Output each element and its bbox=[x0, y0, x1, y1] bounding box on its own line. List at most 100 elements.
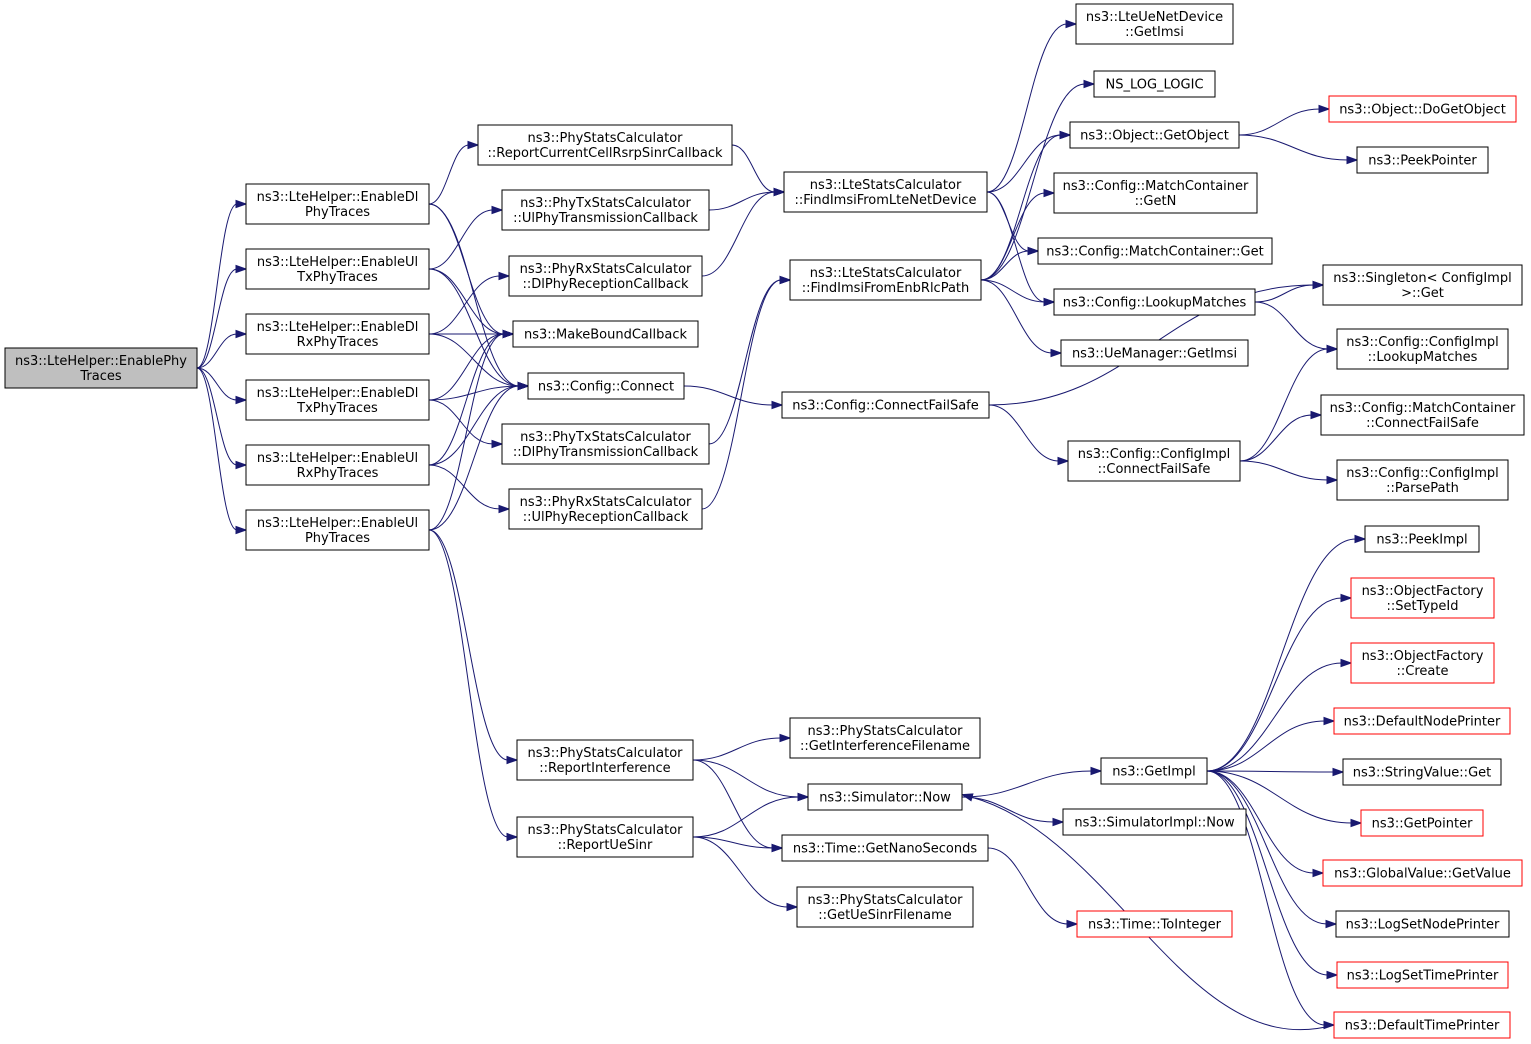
node-dl-phy-rx[interactable]: ns3::PhyRxStatsCalculator::DlPhyReceptio… bbox=[508, 255, 703, 297]
node-peek-impl[interactable]: ns3::PeekImpl bbox=[1364, 525, 1480, 553]
node-box bbox=[4, 347, 198, 389]
node-ue-get-imsi[interactable]: ns3::LteUeNetDevice::GetImsi bbox=[1075, 3, 1234, 45]
node-of-create[interactable]: ns3::ObjectFactory::Create bbox=[1350, 642, 1495, 684]
node-box bbox=[1100, 757, 1208, 785]
node-find-lte-net[interactable]: ns3::LteStatsCalculator::FindImsiFromLte… bbox=[783, 171, 988, 213]
arrowhead-get-impl-to-peek-impl bbox=[1354, 534, 1367, 544]
edge-find-enb-rlc-to-mc-get-n bbox=[980, 192, 1046, 281]
node-log-set-node-printer[interactable]: ns3::LogSetNodePrinter bbox=[1335, 910, 1510, 938]
node-default-time-printer[interactable]: ns3::DefaultTimePrinter bbox=[1333, 1011, 1511, 1039]
node-get-pointer[interactable]: ns3::GetPointer bbox=[1360, 809, 1484, 837]
node-gv-get-value[interactable]: ns3::GlobalValue::GetValue bbox=[1322, 859, 1523, 887]
node-ue-manager-get-imsi[interactable]: ns3::UeManager::GetImsi bbox=[1060, 339, 1249, 367]
node-box bbox=[789, 717, 981, 759]
node-config-connect[interactable]: ns3::Config::Connect bbox=[527, 372, 685, 400]
edge-sim-now-to-sim-impl-now bbox=[961, 796, 1055, 823]
edge-enable-ul-phy-to-report-interference bbox=[428, 529, 509, 761]
node-box bbox=[1067, 440, 1241, 482]
node-box bbox=[516, 739, 694, 781]
node-get-impl[interactable]: ns3::GetImpl bbox=[1100, 757, 1208, 785]
edge-find-enb-rlc-to-ns-log-logic bbox=[980, 83, 1086, 281]
node-box bbox=[245, 509, 430, 551]
node-report-interference[interactable]: ns3::PhyStatsCalculator::ReportInterfere… bbox=[516, 739, 694, 781]
node-label-line: ns3::Object::GetObject bbox=[1080, 129, 1229, 144]
edge-get-impl-to-get-pointer bbox=[1206, 770, 1353, 824]
edge-enable-phy-to-enable-ul-phy bbox=[196, 367, 238, 531]
node-ns-log-logic[interactable]: NS_LOG_LOGIC bbox=[1093, 70, 1216, 98]
node-box bbox=[1322, 264, 1523, 306]
edge-report-ue-sinr-to-get-nano-seconds bbox=[692, 836, 774, 849]
node-label-line: ::UlPhyTransmissionCallback bbox=[513, 211, 698, 226]
node-do-get-object[interactable]: ns3::Object::DoGetObject bbox=[1328, 95, 1517, 123]
node-report-ue-sinr[interactable]: ns3::PhyStatsCalculator::ReportUeSinr bbox=[516, 816, 694, 858]
node-mc-get[interactable]: ns3::Config::MatchContainer::Get bbox=[1037, 237, 1273, 265]
node-to-integer[interactable]: ns3::Time::ToInteger bbox=[1076, 910, 1233, 938]
node-label-line: ::FindImsiFromEnbRlcPath bbox=[802, 281, 970, 296]
arrowhead-enable-dl-tx-phy-to-dl-phy-tx bbox=[491, 439, 504, 449]
arrowhead-find-lte-net-to-ue-get-imsi bbox=[1065, 19, 1078, 29]
node-label-line: ::DlPhyReceptionCallback bbox=[522, 277, 689, 292]
arrowhead-enable-ul-phy-to-config-connect bbox=[517, 381, 530, 391]
node-get-object[interactable]: ns3::Object::GetObject bbox=[1069, 121, 1240, 149]
edge-enable-dl-tx-phy-to-config-connect bbox=[428, 385, 520, 401]
node-get-interf-filename[interactable]: ns3::PhyStatsCalculator::GetInterference… bbox=[789, 717, 981, 759]
arrowhead-find-enb-rlc-to-mc-get bbox=[1027, 246, 1040, 256]
arrowhead-ci-connect-fail-safe-to-ci-parse-path bbox=[1326, 475, 1339, 485]
node-label-line: ::SetTypeId bbox=[1386, 599, 1458, 614]
arrowhead-get-impl-to-of-create bbox=[1340, 658, 1353, 668]
node-label-line: ns3::LteHelper::EnableUl bbox=[257, 451, 418, 466]
edge-enable-phy-to-enable-dl-phy bbox=[196, 203, 238, 369]
arrowhead-enable-phy-to-enable-ul-rx-phy bbox=[235, 460, 248, 470]
node-label-line: ns3::MakeBoundCallback bbox=[524, 328, 688, 343]
node-get-nano-seconds[interactable]: ns3::Time::GetNanoSeconds bbox=[781, 834, 989, 862]
arrowhead-ci-connect-fail-safe-to-ci-lookup-matches bbox=[1326, 344, 1339, 354]
arrowhead-enable-ul-phy-to-report-ue-sinr bbox=[506, 832, 519, 842]
edge-enable-dl-tx-phy-to-dl-phy-tx bbox=[428, 399, 494, 445]
node-label-line: ns3::PeekImpl bbox=[1376, 533, 1467, 548]
node-peek-pointer[interactable]: ns3::PeekPointer bbox=[1356, 146, 1489, 174]
node-box bbox=[789, 259, 982, 301]
node-make-bound[interactable]: ns3::MakeBoundCallback bbox=[512, 320, 699, 348]
node-sim-now[interactable]: ns3::Simulator::Now bbox=[807, 783, 963, 811]
node-string-value-get[interactable]: ns3::StringValue::Get bbox=[1342, 758, 1502, 786]
node-ul-phy-rx[interactable]: ns3::PhyRxStatsCalculator::UlPhyReceptio… bbox=[508, 488, 703, 530]
arrowhead-sim-now-to-sim-impl-now bbox=[1052, 817, 1065, 827]
node-mc-get-n[interactable]: ns3::Config::MatchContainer::GetN bbox=[1053, 172, 1258, 214]
node-lookup-matches[interactable]: ns3::Config::LookupMatches bbox=[1053, 288, 1256, 316]
node-ul-phy-tx[interactable]: ns3::PhyTxStatsCalculator::UlPhyTransmis… bbox=[501, 189, 710, 231]
node-singleton-get[interactable]: ns3::Singleton< ConfigImpl>::Get bbox=[1322, 264, 1523, 306]
node-ci-connect-fail-safe[interactable]: ns3::Config::ConfigImpl::ConnectFailSafe bbox=[1067, 440, 1241, 482]
node-box bbox=[1053, 288, 1256, 316]
arrowhead-get-object-to-peek-pointer bbox=[1346, 155, 1359, 165]
node-label-line: ::ConnectFailSafe bbox=[1098, 462, 1211, 477]
node-box bbox=[807, 783, 963, 811]
edge-enable-ul-tx-phy-to-config-connect bbox=[428, 268, 520, 387]
node-dl-phy-tx[interactable]: ns3::PhyTxStatsCalculator::DlPhyTransmis… bbox=[501, 423, 710, 465]
node-box bbox=[796, 886, 974, 928]
node-log-set-time-printer[interactable]: ns3::LogSetTimePrinter bbox=[1336, 961, 1509, 989]
node-label-line: ns3::ObjectFactory bbox=[1362, 649, 1484, 664]
node-report-rsrp[interactable]: ns3::PhyStatsCalculator::ReportCurrentCe… bbox=[477, 124, 733, 166]
node-box bbox=[1060, 339, 1249, 367]
node-connect-fail-safe[interactable]: ns3::Config::ConnectFailSafe bbox=[781, 391, 990, 419]
node-box bbox=[1093, 70, 1216, 98]
node-sim-impl-now[interactable]: ns3::SimulatorImpl::Now bbox=[1062, 808, 1247, 836]
node-get-ue-sinr-filename[interactable]: ns3::PhyStatsCalculator::GetUeSinrFilena… bbox=[796, 886, 974, 928]
node-label-line: ns3::LteHelper::EnablePhy bbox=[15, 354, 187, 369]
node-of-set-type-id[interactable]: ns3::ObjectFactory::SetTypeId bbox=[1350, 577, 1495, 619]
node-default-node-printer[interactable]: ns3::DefaultNodePrinter bbox=[1333, 707, 1511, 735]
node-label-line: ns3::Config::ConnectFailSafe bbox=[792, 399, 979, 414]
node-mc-connect-fail-safe[interactable]: ns3::Config::MatchContainer::ConnectFail… bbox=[1320, 394, 1525, 436]
node-label-line: ::GetImsi bbox=[1125, 25, 1184, 40]
node-label-line: ns3::DefaultNodePrinter bbox=[1344, 715, 1501, 730]
node-ci-parse-path[interactable]: ns3::Config::ConfigImpl::ParsePath bbox=[1336, 459, 1509, 501]
node-ci-lookup-matches[interactable]: ns3::Config::ConfigImpl::LookupMatches bbox=[1336, 328, 1509, 370]
node-find-enb-rlc[interactable]: ns3::LteStatsCalculator::FindImsiFromEnb… bbox=[789, 259, 982, 301]
